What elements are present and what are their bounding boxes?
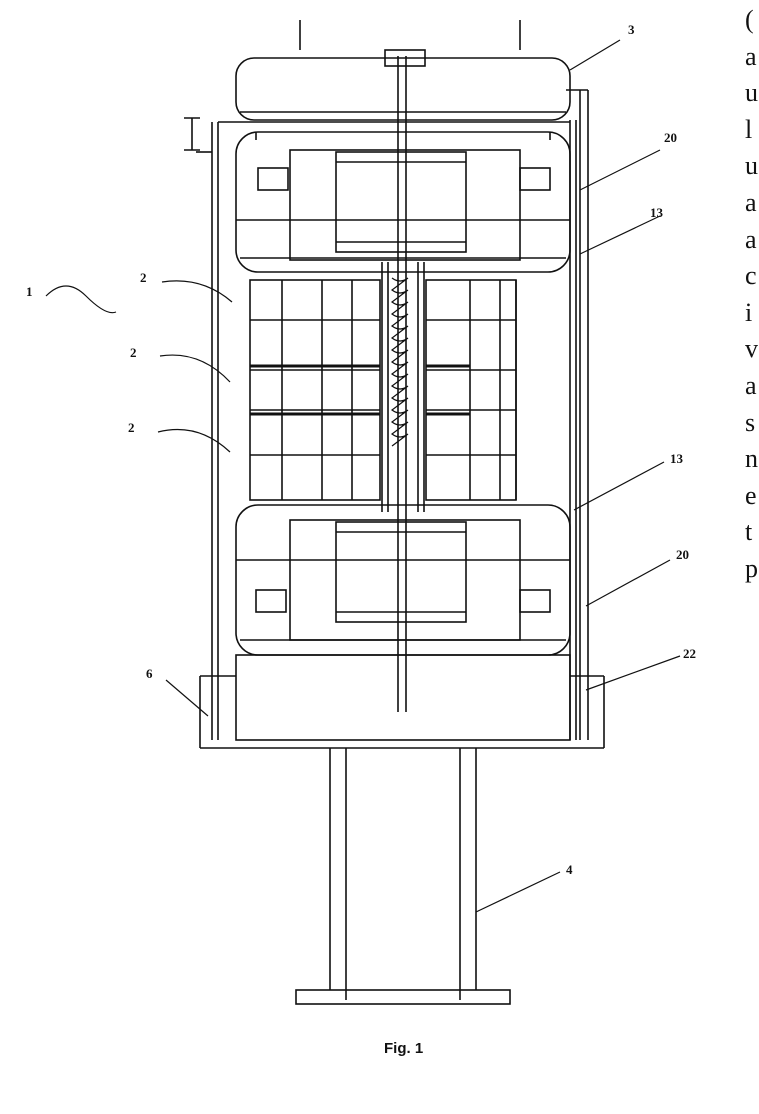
side-text-line: e [745, 478, 759, 515]
figure-caption: Fig. 1 [384, 1040, 423, 1057]
base-block [200, 655, 604, 748]
top-cap [236, 20, 570, 120]
pedestal [296, 748, 510, 1004]
left-module-stack [250, 280, 380, 500]
label-4: 4 [566, 862, 573, 878]
label-2a: 2 [140, 270, 147, 286]
side-text-line: u [745, 148, 759, 185]
label-1: 1 [26, 284, 33, 300]
side-text-line: a [745, 185, 759, 222]
central-shaft [382, 56, 424, 712]
side-text-line: n [745, 441, 759, 478]
outer-housing [184, 90, 588, 740]
label-22: 22 [683, 646, 696, 662]
side-text-line: a [745, 222, 759, 259]
side-text-line: v [745, 331, 759, 368]
side-text-line: a [745, 368, 759, 405]
label-20a: 20 [664, 130, 677, 146]
label-3: 3 [628, 22, 635, 38]
lower-motor [236, 505, 570, 655]
label-13b: 13 [670, 451, 683, 467]
side-text-line: s [745, 405, 759, 442]
side-text-line: i [745, 295, 759, 332]
side-text-line: ( [745, 2, 759, 39]
upper-motor [236, 132, 570, 272]
side-text-line: a [745, 39, 759, 76]
label-2b: 2 [130, 345, 137, 361]
leader-lines [46, 40, 680, 912]
label-20b: 20 [676, 547, 689, 563]
side-text-line: l [745, 112, 759, 149]
side-text-line: p [745, 551, 759, 588]
label-6: 6 [146, 666, 153, 682]
right-module-stack [426, 280, 516, 500]
side-text-column: ( a u l u a a c i v a s n e t p [745, 2, 759, 588]
side-text-line: t [745, 514, 759, 551]
side-text-line: u [745, 75, 759, 112]
label-2c: 2 [128, 420, 135, 436]
label-13a: 13 [650, 205, 663, 221]
side-text-line: c [745, 258, 759, 295]
